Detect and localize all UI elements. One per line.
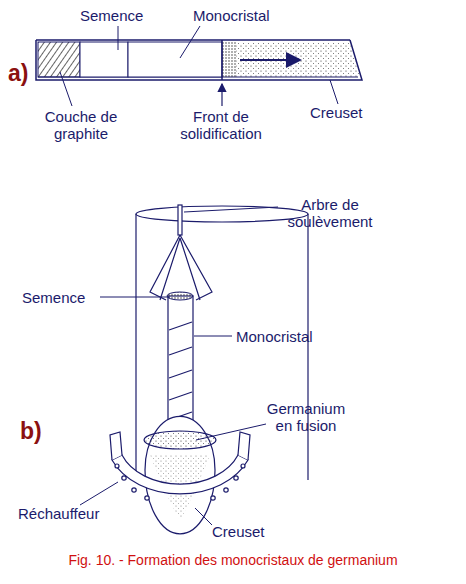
part-label: Semence bbox=[80, 7, 160, 24]
boat-crucible bbox=[36, 40, 362, 80]
part-label: Front de solidification bbox=[168, 108, 274, 142]
part-label: Couche de graphite bbox=[40, 108, 122, 142]
part-label: Monocristal bbox=[236, 328, 336, 345]
part-label: Semence bbox=[22, 289, 102, 306]
graphite-layer bbox=[38, 42, 80, 77]
part-label: Arbre de soulèvement bbox=[280, 196, 380, 230]
crucible bbox=[145, 416, 215, 533]
panel-letter: a) bbox=[8, 60, 38, 86]
solidification-zone bbox=[222, 42, 236, 77]
figure-caption: Fig. 10. - Formation des monocristaux de… bbox=[68, 552, 397, 569]
front-arrow bbox=[221, 84, 222, 106]
front-line bbox=[221, 40, 223, 80]
melt bbox=[236, 42, 360, 77]
heater bbox=[110, 432, 250, 500]
leader-lines-b bbox=[80, 207, 278, 525]
part-label: Monocristal bbox=[193, 7, 293, 24]
part-label: Réchauffeur bbox=[18, 505, 118, 522]
growth-arrow bbox=[240, 59, 300, 61]
leader-lines-a bbox=[60, 26, 338, 106]
part-label: Germanium en fusion bbox=[262, 400, 350, 434]
part-label: Creuset bbox=[310, 104, 380, 121]
crystal-striations bbox=[169, 322, 192, 420]
panel-letter: b) bbox=[20, 418, 50, 444]
seed bbox=[80, 42, 128, 77]
molten-germanium bbox=[144, 431, 216, 449]
monocrystal bbox=[128, 42, 222, 77]
seed-b bbox=[167, 292, 193, 300]
hanger bbox=[150, 205, 212, 300]
part-label: Creuset bbox=[212, 523, 282, 540]
